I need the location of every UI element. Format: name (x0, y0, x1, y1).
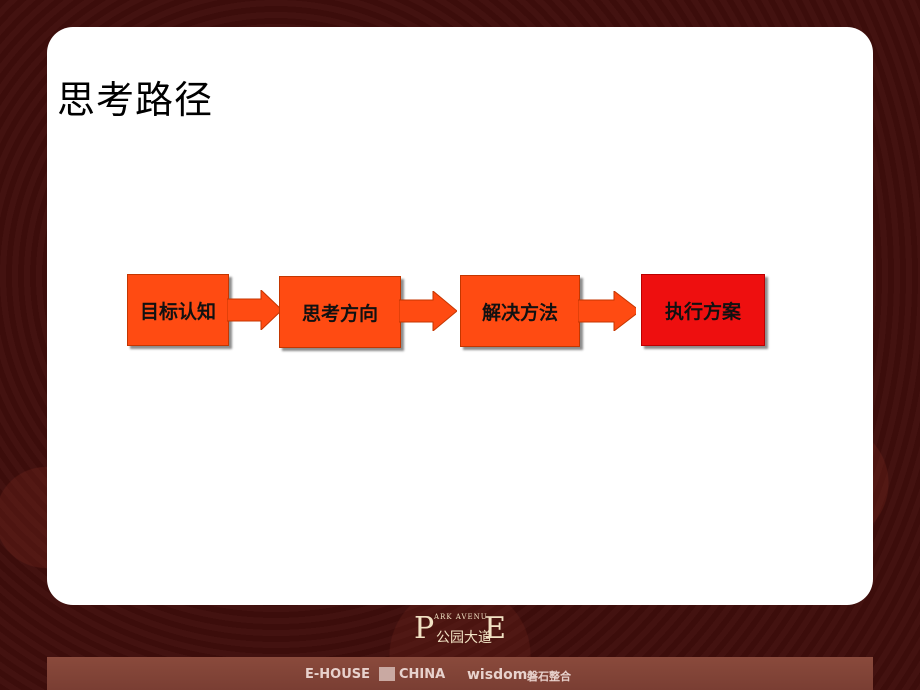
arrow-right-icon (578, 291, 636, 331)
step-label-1: 目标认知 (139, 300, 216, 323)
brand-ehouse-right: CHINA (399, 667, 446, 682)
brand-wisdom-cn: 磐石整合 (527, 670, 571, 683)
step-label-3: 解决方法 (481, 301, 558, 324)
logo-letter-e: E (484, 611, 506, 646)
step-box-1: 目标认知 (127, 274, 229, 346)
step-box-3: 解决方法 (460, 275, 580, 347)
footer-bar: E-HOUSE CHINA wisdom 磐石整合 (47, 657, 873, 690)
step-label-4: 执行方案 (664, 300, 741, 323)
brand-wisdom: wisdom (467, 667, 528, 683)
step-label-2: 思考方向 (301, 302, 378, 325)
park-avenue-logo: P ARK AVENU 公园大道 E (414, 612, 506, 648)
logo-glyphs: 公园大道 (436, 630, 492, 646)
step-box-4: 执行方案 (641, 274, 765, 346)
logo-letter-p: P (414, 611, 435, 646)
slide-canvas: 思考路径 目标认知 思考方向 解决方法 执行方案 (47, 27, 873, 605)
slide-title: 思考路径 (57, 78, 214, 122)
logo-subtitle: ARK AVENU (434, 613, 488, 621)
arrow-right-icon (227, 290, 283, 330)
step-box-2: 思考方向 (279, 276, 401, 348)
ehouse-seal-icon (379, 667, 395, 681)
arrow-right-icon (399, 291, 457, 331)
brand-ehouse-left: E-HOUSE (305, 667, 371, 682)
